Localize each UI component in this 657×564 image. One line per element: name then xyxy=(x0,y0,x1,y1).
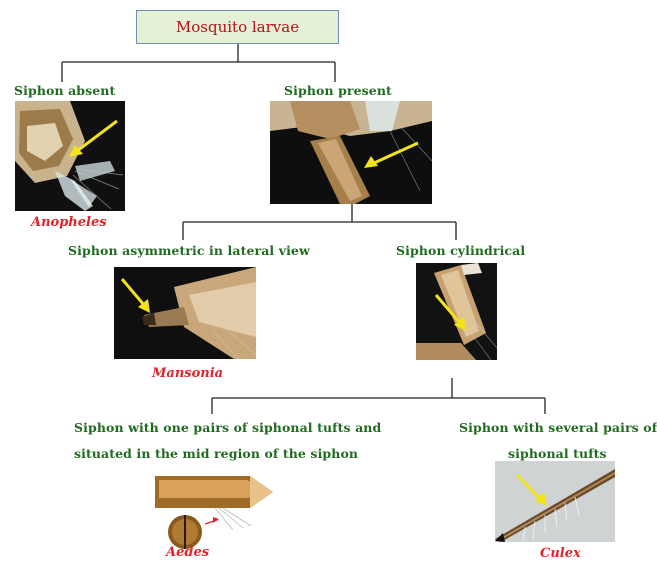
genus-culex: Culex xyxy=(540,546,581,561)
siphon-present-photo xyxy=(270,101,432,204)
node-siphon-cylindrical: Siphon cylindrical xyxy=(396,243,525,258)
node-one-pair-line1: Siphon with one pairs of siphonal tufts … xyxy=(74,420,381,435)
node-one-pair-line2: situated in the mid region of the siphon xyxy=(74,446,358,461)
genus-aedes: Aedes xyxy=(166,545,209,560)
aedes-photo xyxy=(155,468,277,550)
node-siphon-absent: Siphon absent xyxy=(14,83,115,98)
mansonia-photo xyxy=(114,267,256,359)
cylindrical-siphon-photo xyxy=(416,263,497,360)
node-siphon-asymmetric: Siphon asymmetric in lateral view xyxy=(68,243,310,258)
genus-anopheles: Anopheles xyxy=(31,215,107,230)
genus-mansonia: Mansonia xyxy=(152,366,223,381)
node-siphon-present: Siphon present xyxy=(284,83,392,98)
node-several-pairs-line2: siphonal tufts xyxy=(508,446,607,461)
root-node: Mosquito larvae xyxy=(136,10,339,44)
root-label: Mosquito larvae xyxy=(176,18,299,36)
culex-photo xyxy=(495,461,615,542)
anopheles-photo xyxy=(15,101,125,211)
node-several-pairs-line1: Siphon with several pairs of xyxy=(459,420,657,435)
